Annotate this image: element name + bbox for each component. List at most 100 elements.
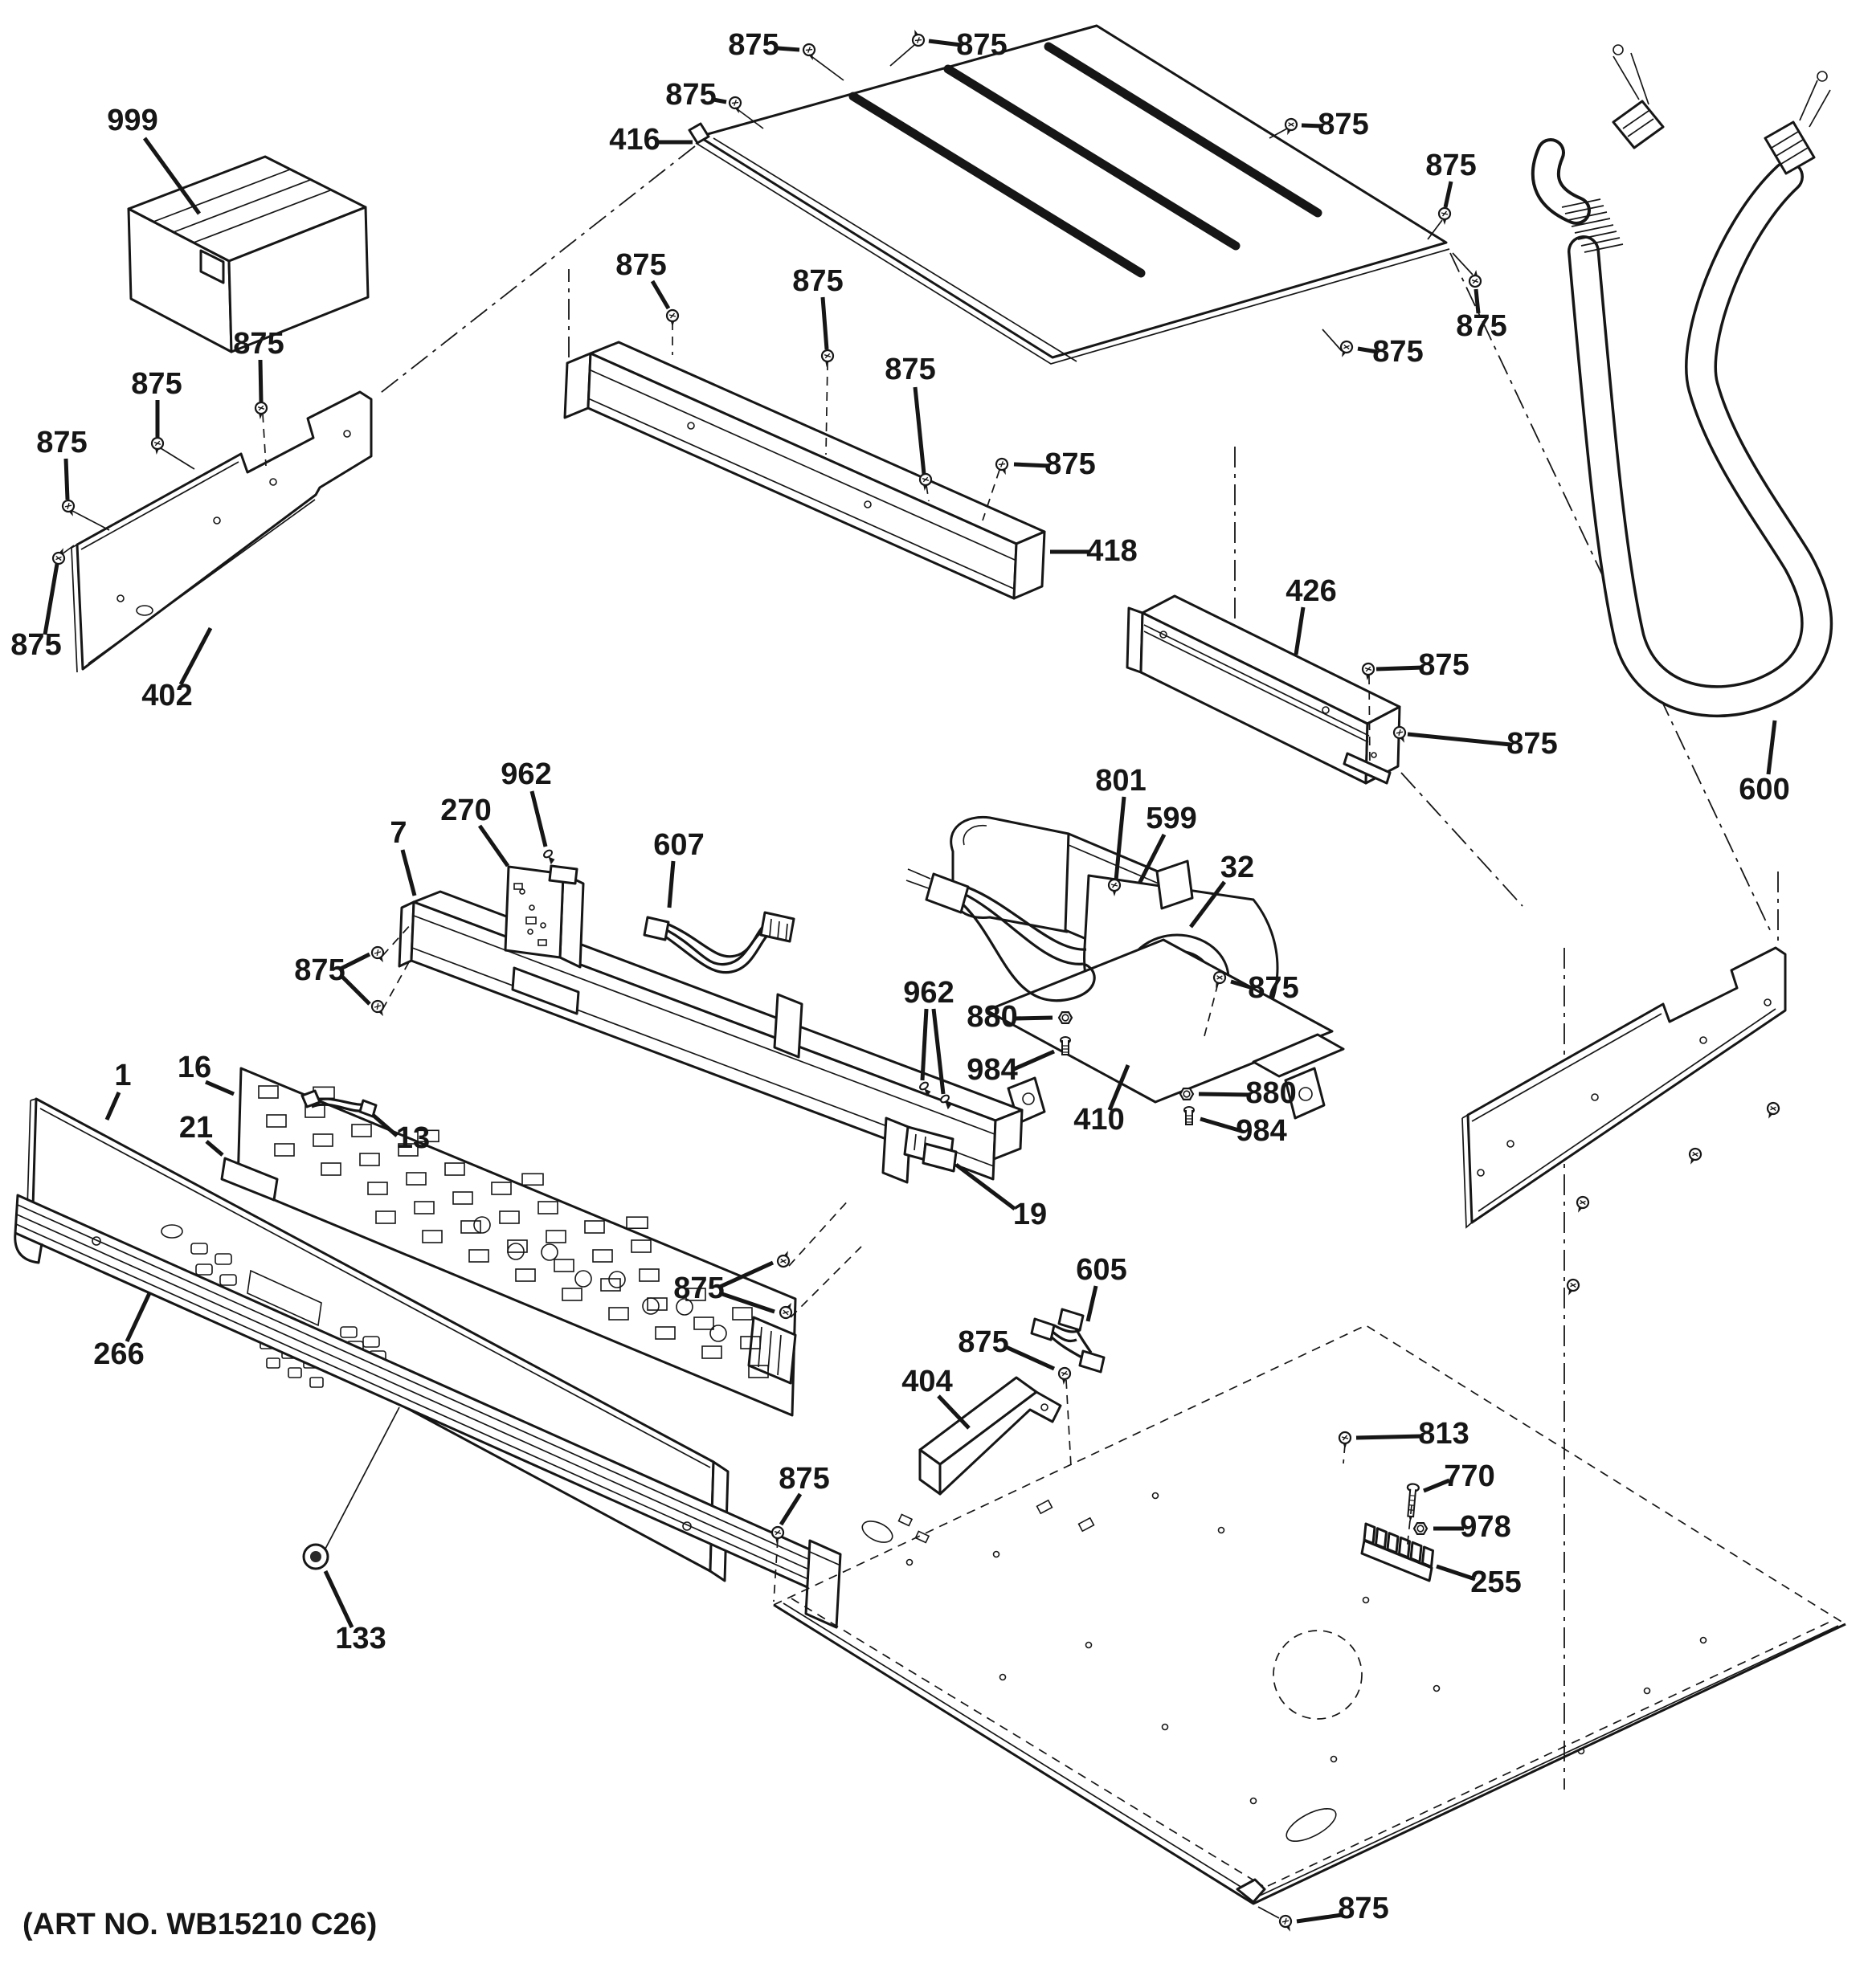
leader-line bbox=[1301, 123, 1323, 129]
part-label-984: 984 bbox=[967, 1053, 1017, 1087]
cover-426 bbox=[1126, 594, 1401, 785]
part-label-875: 875 bbox=[885, 353, 935, 386]
label-21 bbox=[220, 1157, 279, 1202]
rotary-button bbox=[473, 1216, 491, 1234]
key-switch bbox=[592, 1249, 613, 1263]
connector-19 bbox=[903, 1125, 958, 1173]
part-label-770: 770 bbox=[1444, 1459, 1494, 1493]
leader-line bbox=[477, 824, 510, 867]
projection-line bbox=[1406, 1504, 1412, 1551]
construction-lines bbox=[377, 145, 1779, 1790]
leader-line bbox=[1137, 833, 1167, 885]
cover-tab bbox=[1343, 752, 1392, 785]
part-label-875: 875 bbox=[779, 1462, 829, 1496]
part-label-21: 21 bbox=[179, 1111, 213, 1145]
projection-line bbox=[382, 923, 412, 957]
nut-icon bbox=[1057, 1010, 1073, 1025]
nut-icon bbox=[1179, 1087, 1195, 1101]
key-switch bbox=[266, 1114, 287, 1128]
clip-icon bbox=[542, 847, 558, 866]
projection-line bbox=[61, 545, 75, 555]
key-switch bbox=[258, 1085, 279, 1099]
leader-line bbox=[1230, 979, 1253, 990]
projection-line bbox=[1065, 1379, 1072, 1468]
part-label-875: 875 bbox=[792, 264, 843, 298]
leader-line bbox=[650, 280, 671, 310]
panel-key bbox=[340, 1326, 358, 1338]
leader-line bbox=[1766, 720, 1777, 775]
part-label-426: 426 bbox=[1286, 574, 1336, 608]
panel-key bbox=[190, 1243, 208, 1255]
key-switch bbox=[538, 1201, 558, 1214]
key-switch bbox=[359, 1153, 380, 1166]
part-label-984: 984 bbox=[1236, 1114, 1286, 1148]
part-label-875: 875 bbox=[615, 248, 666, 282]
leader-line bbox=[1474, 288, 1481, 314]
part-label-875: 875 bbox=[1338, 1892, 1388, 1925]
wire-13 bbox=[300, 1089, 378, 1118]
harness-605 bbox=[1030, 1308, 1106, 1374]
key-switch bbox=[748, 1365, 769, 1378]
key-switch bbox=[546, 1230, 566, 1243]
screw-icon bbox=[59, 497, 80, 520]
key-switch bbox=[562, 1288, 582, 1301]
panel-numpad-key bbox=[288, 1367, 302, 1378]
part-label-875: 875 bbox=[665, 78, 716, 112]
panel-logo bbox=[161, 1224, 183, 1239]
key-switch bbox=[507, 1239, 528, 1253]
leader-line bbox=[339, 974, 371, 1006]
leader-line bbox=[820, 296, 829, 350]
screw-icon bbox=[1335, 338, 1355, 361]
bottom-panel bbox=[773, 1325, 1846, 1905]
part-label-962: 962 bbox=[501, 757, 551, 791]
part-label-270: 270 bbox=[440, 794, 491, 827]
screw-icon bbox=[1562, 1276, 1582, 1299]
bracket-leg bbox=[881, 1116, 912, 1184]
leader-line bbox=[1296, 1912, 1343, 1924]
terminal-block-255 bbox=[1360, 1522, 1434, 1582]
leader-line bbox=[1423, 1478, 1450, 1493]
part-label-875: 875 bbox=[1506, 727, 1557, 761]
projection-line bbox=[1269, 128, 1288, 139]
key-switch bbox=[693, 1316, 714, 1330]
key-switch bbox=[452, 1191, 473, 1205]
projection-line bbox=[734, 107, 764, 129]
leader-line bbox=[323, 1570, 354, 1629]
part-label-875: 875 bbox=[1372, 335, 1423, 369]
part-label-410: 410 bbox=[1073, 1103, 1124, 1137]
shipping-box-999 bbox=[127, 155, 370, 353]
blower-plug bbox=[925, 872, 970, 914]
part-label-7: 7 bbox=[390, 816, 407, 850]
part-label-402: 402 bbox=[141, 679, 192, 712]
part-label-875: 875 bbox=[728, 28, 779, 62]
projection-line bbox=[1257, 1906, 1280, 1919]
bracket-leg bbox=[773, 993, 803, 1059]
key-switch bbox=[685, 1288, 706, 1301]
part-label-875: 875 bbox=[673, 1272, 724, 1305]
key-switch bbox=[600, 1278, 621, 1292]
leader-line bbox=[1012, 1049, 1056, 1072]
bracket-cutout bbox=[511, 966, 580, 1015]
part-label-875: 875 bbox=[958, 1325, 1008, 1359]
screw-icon bbox=[369, 998, 390, 1020]
screw-icon bbox=[369, 944, 390, 966]
leader-line bbox=[1443, 181, 1453, 208]
key-switch bbox=[740, 1336, 761, 1349]
leader-line bbox=[1013, 462, 1050, 468]
key-switch bbox=[701, 1345, 722, 1359]
leader-line bbox=[258, 359, 264, 402]
side-panel-402 bbox=[71, 390, 373, 673]
part-label-875: 875 bbox=[36, 426, 87, 459]
leader-line bbox=[719, 1291, 775, 1314]
part-label-416: 416 bbox=[609, 123, 660, 157]
keypad-board-16 bbox=[236, 1067, 797, 1417]
key-switch bbox=[367, 1182, 388, 1195]
key-switch bbox=[406, 1172, 427, 1186]
leader-line bbox=[529, 790, 548, 847]
part-label-13: 13 bbox=[396, 1121, 430, 1155]
part-label-404: 404 bbox=[901, 1365, 952, 1398]
part-label-875: 875 bbox=[233, 327, 284, 361]
relay-board-270 bbox=[504, 864, 585, 969]
part-label-875: 875 bbox=[1456, 309, 1506, 343]
panel-numpad-key bbox=[266, 1357, 280, 1369]
